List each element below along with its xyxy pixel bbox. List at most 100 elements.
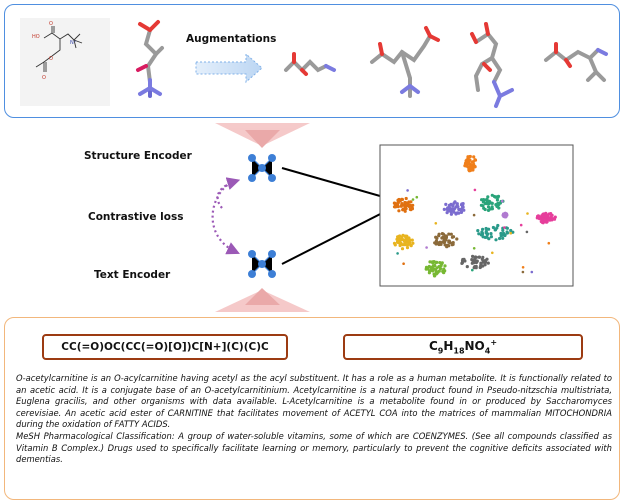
embedding-point [521, 270, 525, 274]
embedding-point [496, 195, 500, 199]
embedding-point [403, 209, 407, 213]
embedding-point [444, 234, 448, 238]
embedding-point [491, 225, 495, 230]
embedding-point [465, 265, 469, 269]
embedding-point [445, 211, 449, 215]
embedding-point [511, 230, 515, 234]
embedding-point [457, 211, 461, 215]
embedding-point [486, 199, 490, 203]
embedding-point [404, 196, 408, 201]
embedding-point [406, 189, 409, 192]
embedding-point [405, 246, 410, 250]
embedding-point [467, 169, 471, 173]
augmentations-label: Augmentations [186, 33, 277, 45]
embedding-point [460, 261, 464, 265]
embedding-point [429, 267, 433, 271]
embedding-point [443, 264, 447, 268]
embedding-point [479, 264, 484, 268]
embedding-point [440, 262, 444, 266]
embedding-point [500, 199, 504, 203]
embedding-point [432, 274, 437, 278]
embedding-point [461, 203, 465, 207]
embedding-point [450, 243, 454, 247]
embedding-point [434, 222, 438, 225]
embedding-point [425, 246, 428, 249]
embedding-point [485, 233, 489, 237]
embedding-point [472, 213, 476, 217]
embedding-point [472, 155, 476, 159]
embedding-point [476, 229, 480, 233]
embedding-point [485, 257, 489, 261]
embedding-point [468, 158, 472, 162]
embedding-point [447, 240, 451, 244]
svg-text:HO: HO [32, 34, 40, 40]
embedding-point [404, 204, 408, 208]
embedding-point [490, 207, 494, 211]
embedding-point [403, 200, 407, 205]
augmented-molecule-4 [544, 42, 608, 82]
embedding-point [547, 241, 551, 245]
embedding-point [392, 241, 397, 245]
embedding-point [537, 217, 542, 221]
formula-text: C9H18NO4+ [428, 338, 498, 356]
svg-text:O: O [49, 21, 53, 27]
embedding-point [445, 207, 449, 211]
embedding-point [486, 205, 491, 209]
augmented-molecule-1 [284, 52, 336, 76]
embedding-point [449, 232, 453, 236]
embedding-point [455, 202, 459, 206]
embedding-point [466, 165, 470, 169]
embedding-point [428, 260, 432, 264]
embedding-point [536, 214, 540, 218]
svg-text:O: O [42, 75, 46, 81]
embedding-point [490, 193, 494, 197]
embedding-point [470, 258, 474, 262]
embedding-point [471, 268, 474, 272]
augmented-molecule-3 [470, 22, 514, 108]
embedding-point [402, 262, 405, 266]
funnel-top [215, 123, 310, 148]
embedding-point [481, 235, 485, 239]
embedding-point [451, 235, 456, 239]
structure-encoder-icon [248, 154, 276, 182]
embedding-point [467, 161, 471, 165]
embedding-point [489, 232, 493, 236]
embedding-point [404, 207, 408, 211]
embedding-point [473, 265, 477, 269]
embedding-point [486, 261, 490, 265]
molecule-2d: HO O O O N⁺ [20, 18, 110, 106]
embedding-point [489, 235, 493, 239]
embedding-point [433, 241, 437, 245]
embedding-point [438, 240, 442, 244]
embedding-point [433, 263, 437, 268]
embedding-point [455, 237, 459, 241]
embedding-point [487, 227, 491, 231]
embedding-point [543, 219, 547, 223]
funnel-bottom [215, 288, 310, 312]
embedding-point [480, 198, 484, 202]
text-encoder-icon [248, 250, 276, 278]
embedding-point [457, 208, 461, 212]
embedding-point [454, 205, 458, 209]
embedding-point [496, 201, 500, 205]
embedding-point [495, 204, 499, 208]
embedding-point [435, 236, 439, 240]
embedding-point [486, 208, 491, 212]
embedding-point [504, 215, 508, 219]
embedding-point [505, 226, 509, 230]
embedding-point [471, 254, 475, 258]
embedding-point [464, 163, 468, 167]
embedding-point [401, 207, 405, 211]
embedding-point [546, 218, 551, 222]
embedding-point [430, 260, 434, 264]
embedding-point [490, 201, 494, 205]
embedding-point [548, 212, 553, 216]
embedding-point [481, 204, 485, 208]
svg-text:N⁺: N⁺ [70, 40, 77, 46]
embedding-point [410, 204, 414, 208]
embedding-point [521, 266, 525, 269]
embedding-point [491, 251, 494, 255]
embedding-point [433, 260, 437, 264]
embedding-point [469, 166, 473, 170]
